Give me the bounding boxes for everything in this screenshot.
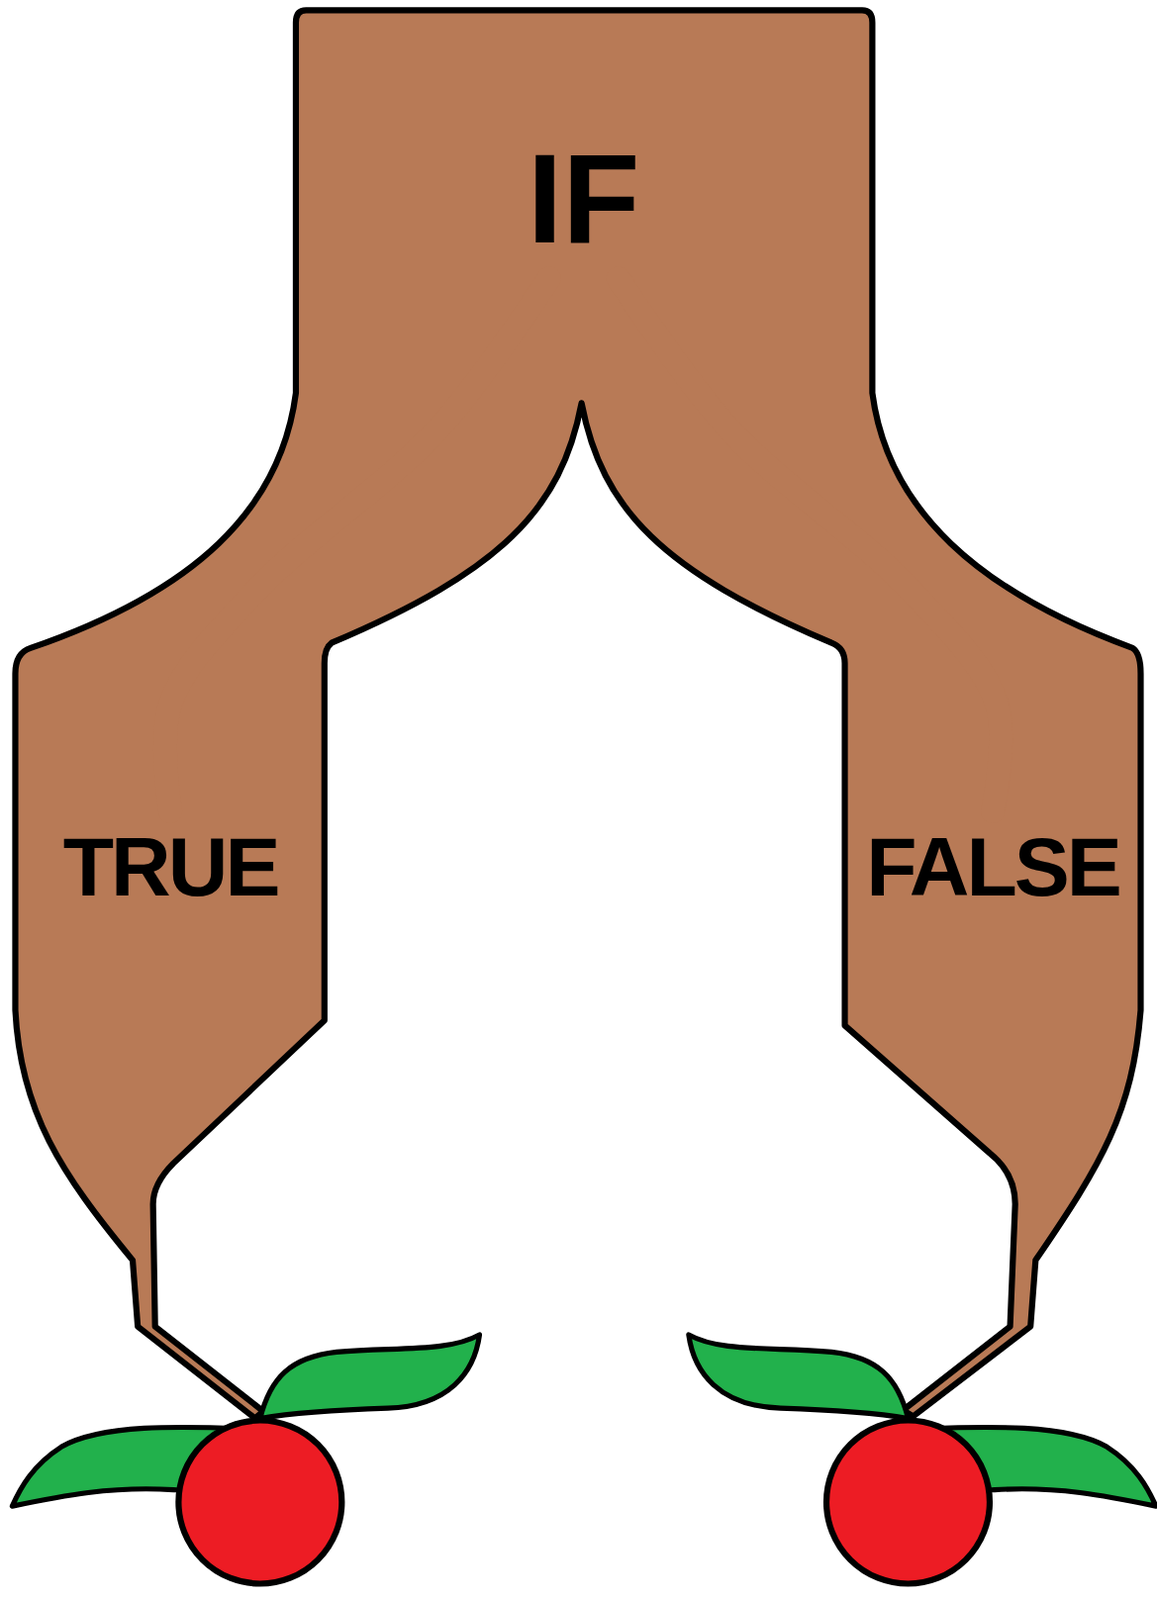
- leaf: [688, 1335, 909, 1420]
- node-label: IF: [527, 129, 641, 270]
- apple: [178, 1421, 342, 1585]
- leaf: [260, 1335, 481, 1420]
- branch-region: FALSE: [858, 811, 1128, 923]
- apple: [826, 1421, 990, 1585]
- condition-trunk: IF: [519, 119, 649, 280]
- node-label: TRUE: [63, 821, 279, 913]
- branch-connector: [618, 278, 1001, 812]
- node-label: FALSE: [866, 821, 1120, 913]
- right-fruit: [688, 1335, 1157, 1585]
- branch-region: TRUE: [55, 811, 287, 923]
- branch-connector: [165, 278, 550, 812]
- tree-trunk: [14, 9, 1141, 1419]
- left-fruit: [11, 1335, 480, 1585]
